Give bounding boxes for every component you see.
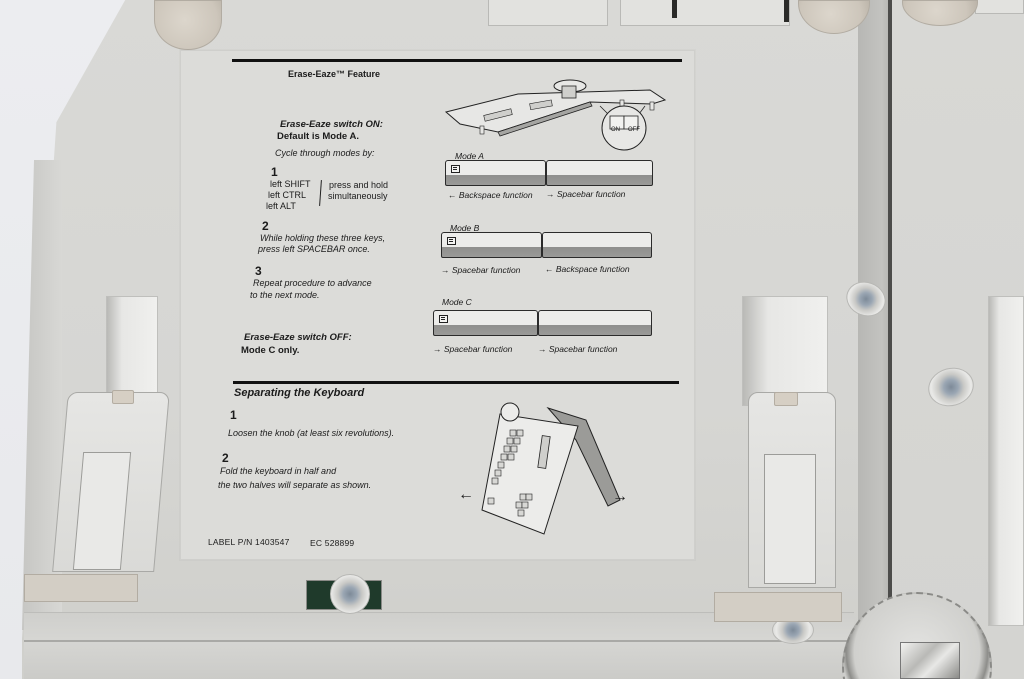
switch-off-heading: Erase-Eaze switch OFF:	[244, 332, 352, 343]
arrow-right-icon: →	[538, 344, 547, 354]
step2-line2: press left SPACEBAR once.	[258, 244, 370, 254]
default-mode-text: Default is Mode A.	[277, 131, 359, 142]
mode-b-left-spacebar	[441, 232, 542, 258]
step3-number: 3	[255, 264, 262, 278]
step1-instruction-line2: simultaneously	[328, 191, 388, 201]
label-ec-number: EC 528899	[310, 538, 355, 548]
step3-line1: Repeat procedure to advance	[253, 278, 372, 288]
step2-line1: While holding these three keys,	[260, 233, 386, 243]
step1-number: 1	[271, 165, 278, 179]
sep-step1-number: 1	[230, 408, 237, 422]
mode-b-spacebar-diagram	[441, 232, 653, 258]
mode-a-right-function: → Spacebar function	[546, 189, 626, 199]
top-hinge-bracket	[488, 0, 608, 26]
erase-eaze-key-icon	[439, 315, 448, 323]
switch-on-label: ON	[611, 127, 620, 133]
rubber-foot	[154, 0, 222, 50]
arrow-right-icon: →	[433, 344, 442, 354]
step3-line2: to the next mode.	[250, 290, 320, 300]
mode-a-label: Mode A	[455, 151, 484, 161]
top-hinge-bracket	[620, 0, 790, 26]
label-part-number: LABEL P/N 1403547	[208, 537, 290, 547]
left-tilt-leg-tab	[112, 390, 134, 404]
mode-c-left-function: → Spacebar function	[433, 344, 513, 354]
arrow-left-icon: ←	[545, 264, 554, 274]
keyboard-switch-illustration	[444, 79, 667, 151]
separating-title: Separating the Keyboard	[234, 387, 365, 399]
erase-eaze-title: Erase-Eaze™ Feature	[288, 69, 381, 79]
keyboard-front-seam	[24, 640, 854, 642]
cycle-intro-text: Cycle through modes by:	[275, 148, 375, 158]
mode-c-right-function: → Spacebar function	[538, 344, 618, 354]
step1-key-ctrl: left CTRL	[268, 190, 307, 200]
mode-c-right-spacebar	[538, 310, 652, 336]
mode-b-right-spacebar	[542, 232, 652, 258]
switch-off-mode: Mode C only.	[241, 345, 300, 356]
right-tilt-leg-base	[714, 592, 842, 622]
arrow-left-icon: ←	[448, 190, 457, 200]
erase-eaze-key-icon	[451, 165, 460, 173]
arrow-right-icon: →	[441, 265, 450, 275]
left-tilt-leg-base	[24, 574, 138, 602]
mode-b-left-function: → Spacebar function	[441, 265, 521, 275]
mode-c-left-spacebar	[433, 310, 538, 336]
right-tilt-leg-recess	[742, 296, 828, 406]
erase-eaze-key-icon	[447, 237, 456, 245]
arrow-right-icon: →	[546, 189, 555, 199]
bottom-screw	[330, 574, 370, 614]
step2-number: 2	[262, 219, 269, 233]
mode-a-right-spacebar	[546, 160, 653, 186]
separation-knob-hub	[900, 642, 960, 679]
sep-step2-number: 2	[222, 451, 229, 465]
mode-a-left-function: ← Backspace function	[448, 190, 533, 200]
top-hinge-bracket-right	[975, 0, 1024, 14]
right-tilt-leg-tab	[774, 392, 798, 406]
mode-a-spacebar-diagram	[445, 160, 653, 186]
right-half-tilt-leg-recess	[988, 296, 1024, 626]
switch-on-heading: Erase-Eaze switch ON:	[280, 119, 383, 130]
hinge-clip	[672, 0, 677, 18]
mode-c-spacebar-diagram	[433, 310, 653, 336]
mode-a-left-spacebar	[445, 160, 546, 186]
right-tilt-leg-inner	[764, 454, 816, 584]
folded-keyboard-illustration	[481, 402, 621, 535]
separate-arrow-right-icon: →	[612, 488, 628, 505]
separate-arrow-left-icon: ←	[458, 486, 474, 503]
step1-key-shift: left SHIFT	[270, 179, 311, 189]
mode-b-right-function: ← Backspace function	[545, 264, 630, 274]
section-rule	[233, 381, 679, 384]
sep-step2-line1: Fold the keyboard in half and	[220, 466, 337, 476]
sep-step2-line2: the two halves will separate as shown.	[218, 480, 372, 490]
mode-b-label: Mode B	[450, 223, 480, 233]
step1-instruction-line1: press and hold	[329, 180, 389, 190]
hinge-clip	[784, 0, 789, 22]
keyboard-front-lip	[24, 612, 854, 679]
step1-key-alt: left ALT	[266, 201, 296, 211]
left-tilt-leg-recess	[106, 296, 158, 406]
section-rule	[232, 59, 682, 62]
mode-c-label: Mode C	[442, 297, 472, 307]
sep-step1-text: Loosen the knob (at least six revolution…	[228, 428, 395, 438]
switch-off-label: OFF	[628, 127, 640, 133]
keyboard-split-seam	[888, 0, 892, 600]
